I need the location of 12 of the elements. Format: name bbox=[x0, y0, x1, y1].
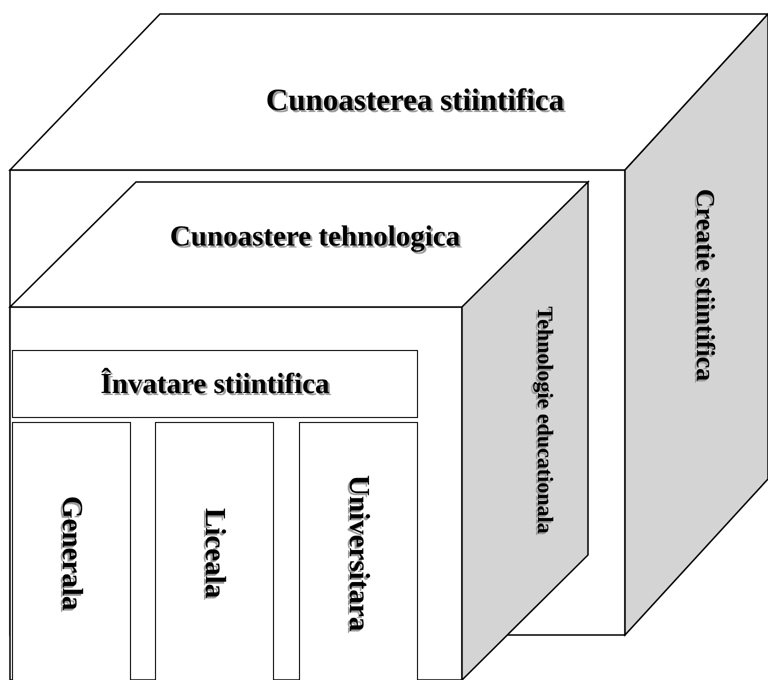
top-face-label: Cunoastere tehnologica bbox=[170, 220, 460, 254]
column-label: Universitara bbox=[342, 474, 375, 632]
column-label: Generala bbox=[55, 496, 88, 610]
header-label: Învatare stiintifica bbox=[100, 368, 330, 400]
column-box bbox=[155, 422, 274, 680]
column-box bbox=[299, 422, 418, 680]
header-box bbox=[12, 350, 418, 418]
column-label: Liceala bbox=[198, 508, 231, 598]
side-face-label: Creatie stiintifica bbox=[690, 188, 720, 382]
column-box bbox=[12, 422, 131, 680]
top-face-label: Cunoasterea stiintifica bbox=[266, 82, 564, 118]
side-face-label: Tehnologie educationala bbox=[532, 306, 558, 534]
